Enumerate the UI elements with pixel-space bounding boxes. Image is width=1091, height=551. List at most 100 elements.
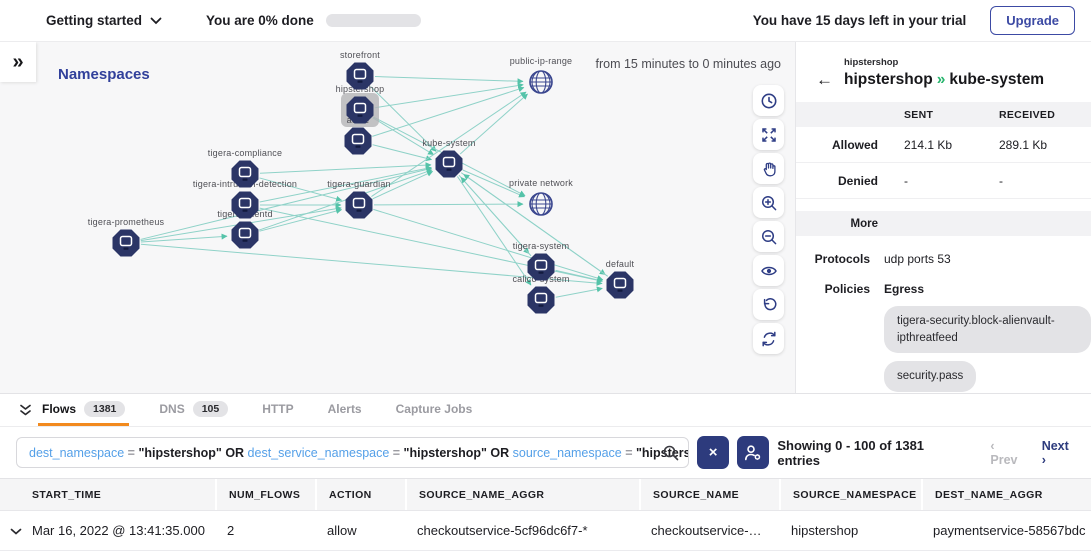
policies-label: Policies [824, 282, 870, 296]
graph-node-public-ip-range[interactable] [528, 69, 554, 100]
graph-node-tigera-system[interactable] [526, 252, 556, 287]
getting-started-label: Getting started [46, 13, 143, 28]
graph-node-storefront[interactable] [345, 61, 375, 96]
graph-edge [374, 82, 524, 109]
column-header-source_name[interactable]: SOURCE_NAME [639, 479, 779, 510]
received-header: RECEIVED [999, 108, 1056, 121]
edge-dest: kube-system [949, 71, 1045, 88]
stats-row-label: Allowed [831, 137, 878, 152]
edge-title: hipstershop»kube-system [844, 71, 1044, 89]
protocols-value: udp ports 53 [884, 252, 951, 266]
query-token: "hipstershop" [403, 445, 487, 460]
tab-capture-jobs[interactable]: Capture Jobs [392, 394, 477, 426]
cell-text: Mar 16, 2022 @ 13:41:35.000 [32, 523, 205, 538]
tab-label: Capture Jobs [395, 401, 473, 416]
query-token: OR [221, 445, 248, 460]
cell-source_name_aggr: checkoutservice-5cf96dc6f7-* [417, 523, 588, 538]
back-button[interactable]: ← [816, 70, 833, 89]
graph-edge [371, 91, 527, 198]
progress-label: You are 0% done [206, 13, 314, 28]
stats-received-value: - [999, 173, 1003, 188]
cell-start_time: Mar 16, 2022 @ 13:41:35.000 [0, 511, 215, 550]
query-token: OR [486, 445, 513, 460]
graph-node-default[interactable] [605, 270, 635, 305]
query-token: dest_namespace [29, 445, 125, 460]
graph-node-calico-system[interactable] [526, 285, 556, 320]
flows-table-body: Mar 16, 2022 @ 13:41:35.000 2 allow checkou… [0, 511, 1091, 551]
graph-node-tigera-prometheus[interactable] [111, 228, 141, 263]
refresh-button[interactable] [753, 323, 784, 354]
tab-label: Flows [42, 401, 77, 416]
policies-row: Policies Egress tigera-security.block-al… [796, 266, 1091, 393]
graph-edge [140, 233, 228, 243]
clear-search-button[interactable]: × [697, 436, 730, 469]
pan-button[interactable] [753, 153, 784, 184]
graph-node-kube-system[interactable] [434, 149, 464, 184]
service-graph-panel[interactable]: » Namespaces from 15 minutes to 0 minute… [0, 42, 795, 393]
upgrade-button[interactable]: Upgrade [990, 6, 1075, 35]
graph-node-tigera-intrusion-detection[interactable] [230, 190, 260, 225]
user-query-settings-button[interactable] [737, 436, 770, 469]
visibility-button[interactable] [753, 255, 784, 286]
more-section-header[interactable]: More [796, 211, 1091, 236]
graph-node-hipstershop[interactable] [345, 95, 375, 130]
column-header-source_name_aggr[interactable]: SOURCE_NAME_AGGR [405, 479, 639, 510]
tab-alerts[interactable]: Alerts [324, 394, 366, 426]
edge-arrow-icon: » [936, 71, 946, 88]
stats-received-value: 289.1 Kb [999, 137, 1048, 152]
graph-edge [373, 208, 604, 281]
tab-count-badge: 1381 [84, 400, 126, 417]
time-range-icon [761, 93, 776, 108]
expand-panel-button[interactable]: » [0, 42, 36, 82]
graph-node-label: public-ip-range [509, 56, 573, 66]
time-range-button[interactable] [753, 85, 784, 116]
tab-label: DNS [159, 401, 185, 416]
prev-page-button[interactable]: ‹ Prev [990, 438, 1018, 467]
search-query-text: dest_namespace = "hipstershop" OR dest_s… [29, 445, 688, 460]
refresh-icon [761, 331, 776, 346]
column-header-dest_name_aggr[interactable]: DEST_NAME_AGGR [921, 479, 1091, 510]
cell-action: allow [327, 523, 357, 538]
visibility-icon [760, 266, 777, 275]
graph-edge [259, 165, 432, 203]
policy-badges: tigera-security.block-alienvault-ipthrea… [884, 306, 1091, 393]
zoom-out-button[interactable] [753, 221, 784, 252]
graph-node-private-network[interactable] [528, 191, 554, 222]
search-input[interactable]: dest_namespace = "hipstershop" OR dest_s… [16, 437, 690, 468]
chevrons-down-icon [19, 404, 31, 415]
getting-started-menu[interactable]: Getting started [46, 13, 162, 28]
collapse-flows-button[interactable] [12, 394, 38, 426]
column-header-num_flows[interactable]: NUM_FLOWS [215, 479, 315, 510]
tab-flows[interactable]: Flows 1381 [38, 394, 130, 426]
close-icon: × [708, 444, 718, 461]
edge-detail-panel: ← hipstershop hipstershop»kube-system SE… [795, 42, 1091, 393]
column-header-source_namespace[interactable]: SOURCE_NAMESPACE [779, 479, 921, 510]
graph-node-label: default [605, 259, 635, 269]
column-header-action[interactable]: ACTION [315, 479, 405, 510]
graph-edge [259, 162, 432, 174]
expand-row-chevron-icon[interactable] [10, 524, 22, 539]
tab-http[interactable]: HTTP [258, 394, 297, 426]
column-header-start_time[interactable]: START_TIME [32, 488, 102, 501]
zoom-in-button[interactable] [753, 187, 784, 218]
undo-button[interactable] [753, 289, 784, 320]
policy-badge[interactable]: security.pass [884, 361, 977, 393]
next-page-button[interactable]: Next › [1041, 438, 1069, 467]
cell-source_namespace: hipstershop [791, 523, 859, 538]
graph-node-tigera-fluentd[interactable] [230, 220, 260, 255]
policy-badge[interactable]: tigera-security.block-alienvault-ipthrea… [884, 306, 1091, 354]
table-row[interactable]: Mar 16, 2022 @ 13:41:35.000 2 allow checkou… [0, 511, 1091, 551]
graph-node-acme[interactable] [343, 126, 373, 161]
query-token: dest_service_namespace [247, 445, 390, 460]
tab-label: HTTP [262, 401, 294, 416]
graph-node-tigera-guardian[interactable] [344, 190, 374, 225]
graph-node-tigera-compliance[interactable] [230, 159, 260, 194]
cell-num_flows: 2 [227, 523, 235, 538]
breadcrumb[interactable]: hipstershop [844, 57, 899, 68]
fit-to-view-button[interactable] [753, 119, 784, 150]
sent-header: SENT [904, 108, 934, 121]
query-token: = [621, 445, 636, 460]
